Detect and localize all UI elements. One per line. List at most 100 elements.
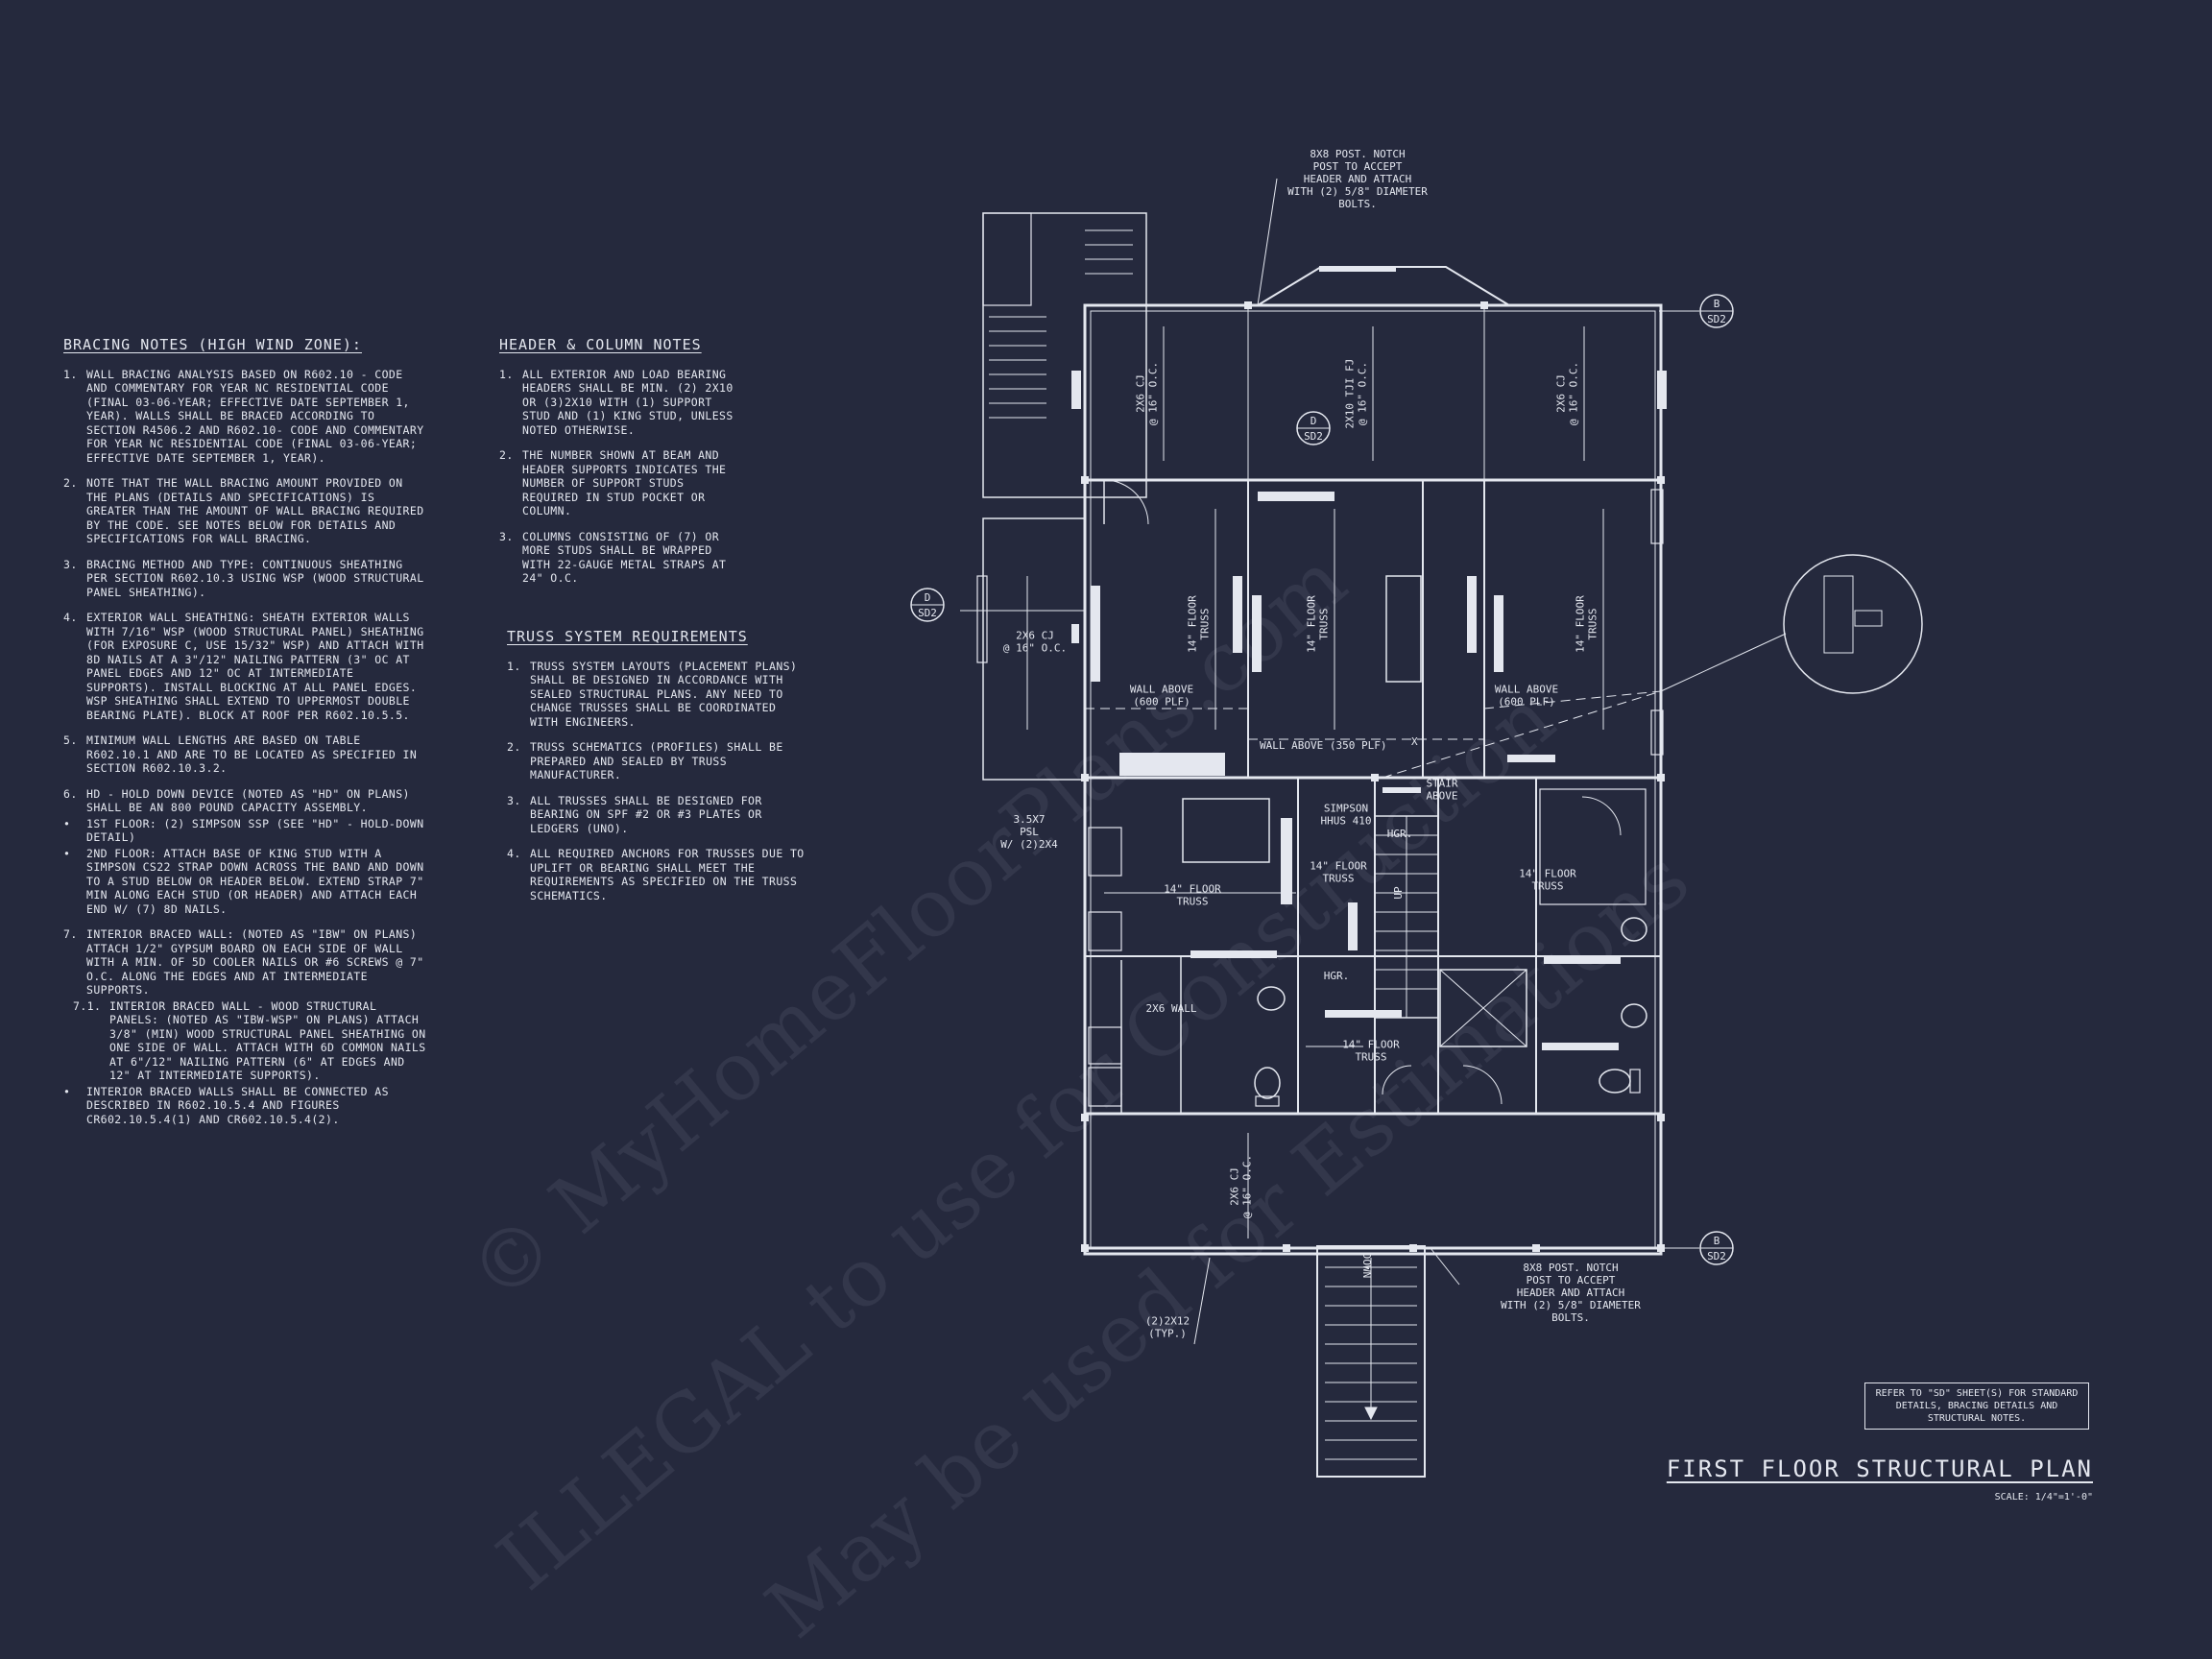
plan-label-truss-lower: 14" FLOOR [1342, 1039, 1400, 1051]
header-note-item-number: 1. [499, 367, 514, 381]
plan-label-tji-center: 2x10 TJI FJ [1344, 359, 1357, 429]
truss-note-item-number: 4. [507, 847, 521, 860]
bracing-note-item: 7.1. INTERIOR BRACED WALL - WOOD STRUCTUR… [63, 999, 428, 1083]
plan-label-down: DOWN [1360, 1253, 1373, 1279]
plan-label-post-note-bottom: POST TO ACCEPT [1527, 1274, 1616, 1286]
plan-label-stair-above: ABOVE [1426, 790, 1457, 803]
tag-d-center-sheet: SD2 [1304, 430, 1323, 443]
bracing-note-item-text: WALL BRACING ANALYSIS BASED ON R602.10 -… [86, 367, 424, 465]
bracing-note-item: 6. HD - HOLD DOWN DEVICE (NOTED AS "HD" O… [63, 787, 428, 815]
plan-label-cj-porch-left: 2x6 CJ [1016, 630, 1054, 642]
header-note-item-text: THE NUMBER SHOWN AT BEAM AND HEADER SUPP… [522, 448, 727, 517]
header-note-item: 2. THE NUMBER SHOWN AT BEAM AND HEADER SU… [499, 448, 739, 518]
plan-label-truss-kitchen: 14" FLOOR [1164, 883, 1221, 896]
bracing-note-item-number: • [63, 1084, 71, 1098]
bracing-note-item-number: 7.1. [73, 998, 102, 1013]
plan-label-post-note-bottom: 8x8 POST. NOTCH [1523, 1262, 1618, 1274]
plan-label-truss-bath: 14" FLOOR [1519, 868, 1576, 880]
tag-b-top-letter: B [1714, 298, 1720, 310]
plan-label-simpson: SIMPSON [1324, 803, 1368, 815]
plan-label-hgr1: HGR. [1387, 828, 1413, 840]
truss-note-item-number: 3. [507, 793, 521, 807]
refer-note-box: REFER TO "SD" SHEET(S) FOR STANDARD DETA… [1864, 1382, 2089, 1430]
plan-label-truss-right: TRUSS [1587, 608, 1599, 639]
plan-label-truss-kitchen: TRUSS [1176, 896, 1208, 908]
bracing-note-item: 4. EXTERIOR WALL SHEATHING: SHEATH EXTERI… [63, 611, 428, 722]
plan-label-truss-stair: TRUSS [1322, 873, 1354, 885]
truss-requirements: TRUSS SYSTEM REQUIREMENTS 1.TRUSS SYSTEM… [507, 630, 805, 914]
plan-label-wall-2x6: 2x6 WALL [1146, 1002, 1197, 1015]
bracing-note-item-text: NOTE THAT THE WALL BRACING AMOUNT PROVID… [86, 476, 424, 545]
tag-b-bottom-sheet: SD2 [1707, 1250, 1726, 1262]
plan-title: FIRST FLOOR STRUCTURAL PLAN [1666, 1455, 2093, 1482]
bracing-note-item: 3. BRACING METHOD AND TYPE: CONTINUOUS SH… [63, 558, 428, 600]
bracing-note-item-number: 7. [63, 927, 78, 941]
bracing-note-item: 7. INTERIOR BRACED WALL: (NOTED AS "IBW" … [63, 927, 428, 998]
plan-label-stair-above: STAIR [1426, 778, 1457, 790]
plan-label-hgr2: HGR. [1324, 970, 1350, 982]
bracing-note-item-text: EXTERIOR WALL SHEATHING: SHEATH EXTERIOR… [86, 611, 424, 722]
tag-b-top-sheet: SD2 [1707, 313, 1726, 325]
truss-note-item-text: ALL TRUSSES SHALL BE DESIGNED FOR BEARIN… [530, 793, 762, 835]
header-note-item: 1. ALL EXTERIOR AND LOAD BEARING HEADERS … [499, 368, 739, 438]
bracing-note-item-number: • [63, 846, 71, 860]
bracing-note-item-number: 2. [63, 476, 78, 490]
truss-notes-title: TRUSS SYSTEM REQUIREMENTS [507, 628, 748, 645]
bracing-note-item-text: HD - HOLD DOWN DEVICE (NOTED AS "HD" ON … [86, 786, 410, 815]
header-notes-list: 1. ALL EXTERIOR AND LOAD BEARING HEADERS … [499, 368, 739, 586]
plan-label-truss-center: TRUSS [1318, 608, 1331, 639]
bracing-note-item-text: BRACING METHOD AND TYPE: CONTINUOUS SHEA… [86, 557, 424, 599]
plan-label-wall-above-left: WALL ABOVE [1130, 684, 1193, 696]
bracing-notes-list: 1.WALL BRACING ANALYSIS BASED ON R602.10… [63, 368, 428, 1127]
plan-label-wall-above-right: (600 PLF) [1498, 696, 1555, 709]
plan-label-post-note-top: BOLTS. [1338, 198, 1377, 210]
plan-label-post-note-bottom: HEADER AND ATTACH [1517, 1286, 1625, 1299]
plan-label-cj-left: @ 16" O.C. [1147, 362, 1160, 425]
plan-label-post-note-bottom: BOLTS. [1551, 1311, 1590, 1324]
plan-label-cj-right: @ 16" O.C. [1568, 362, 1580, 425]
truss-note-item-number: 1. [507, 659, 521, 673]
bracing-note-item: • INTERIOR BRACED WALLS SHALL BE CONNECTE… [63, 1085, 428, 1127]
plan-label-cj-right: 2x6 CJ [1555, 374, 1568, 413]
plan-scale: SCALE: 1/4"=1'-0" [1994, 1492, 2093, 1503]
plan-label-truss-left: 14" FLOOR [1187, 595, 1199, 653]
plan-label-typ: (TYP.) [1148, 1328, 1187, 1340]
bracing-note-item-number: 4. [63, 611, 78, 624]
bracing-note-item-number: • [63, 816, 71, 830]
plan-label-truss-stair: 14" FLOOR [1310, 860, 1367, 873]
plan-label-psl: 3.5x7 [1013, 813, 1045, 826]
header-note-item-number: 3. [499, 529, 514, 543]
truss-note-item-number: 2. [507, 740, 521, 754]
plan-label-truss-bath: TRUSS [1531, 880, 1563, 893]
tag-d-left-sheet: SD2 [918, 607, 937, 619]
bracing-note-item: 5.MINIMUM WALL LENGTHS ARE BASED ON TABL… [63, 733, 428, 776]
bracing-note-item-number: 5. [63, 733, 78, 747]
plan-label-simpson: HHUS 410 [1321, 815, 1372, 828]
bracing-note-item-text: 2ND FLOOR: ATTACH BASE OF KING STUD WITH… [86, 846, 424, 916]
header-column-notes: HEADER & COLUMN NOTES 1.ALL EXTERIOR AND… [499, 338, 739, 597]
plan-label-truss-center: 14" FLOOR [1306, 595, 1318, 653]
plan-label-truss-left: TRUSS [1199, 608, 1212, 639]
bracing-note-item-text: INTERIOR BRACED WALLS SHALL BE CONNECTED… [86, 1084, 389, 1126]
plan-label-post-note-top: HEADER AND ATTACH [1304, 173, 1412, 185]
bracing-note-item-text: INTERIOR BRACED WALL: (NOTED AS "IBW" ON… [86, 927, 424, 997]
plan-label-truss-right: 14" FLOOR [1575, 595, 1587, 653]
bracing-note-item: 1.WALL BRACING ANALYSIS BASED ON R602.10… [63, 368, 428, 466]
header-note-item-number: 2. [499, 448, 514, 462]
plan-label-psl: PSL [1020, 826, 1039, 838]
header-note-item-text: ALL EXTERIOR AND LOAD BEARING HEADERS SH… [522, 367, 733, 437]
bracing-note-item-text: INTERIOR BRACED WALL - WOOD STRUCTURAL P… [109, 998, 426, 1083]
plan-label-psl: W/ (2)2x4 [1000, 838, 1058, 851]
bracing-note-item: •1ST FLOOR: (2) SIMPSON SSP (SEE "HD" - … [63, 817, 428, 845]
bracing-note-item-number: 3. [63, 557, 78, 571]
truss-note-item-text: ALL REQUIRED ANCHORS FOR TRUSSES DUE TO … [530, 847, 805, 902]
plan-label-truss-lower: TRUSS [1355, 1051, 1386, 1064]
tag-d-left-letter: D [925, 591, 931, 604]
bracing-note-item-number: 6. [63, 786, 78, 801]
plan-label-post-note-bottom: WITH (2) 5/8" DIAMETER [1501, 1299, 1641, 1311]
truss-note-item: 1.TRUSS SYSTEM LAYOUTS (PLACEMENT PLANS)… [507, 660, 805, 730]
plan-label-post-note-top: 8x8 POST. NOTCH [1310, 148, 1405, 160]
tag-b-bottom-letter: B [1714, 1235, 1720, 1247]
plan-label-cj-bottom: 2x6 CJ [1229, 1167, 1241, 1206]
